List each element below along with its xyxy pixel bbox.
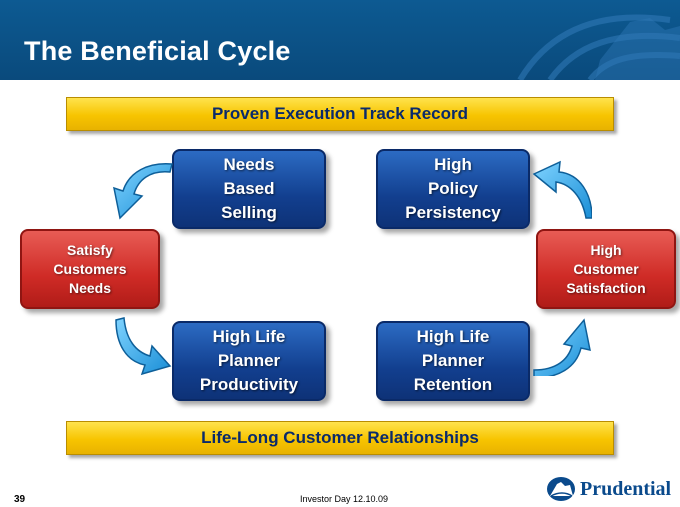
high-customer-satisfaction-box: High Customer Satisfaction (536, 229, 676, 309)
brand-name: Prudential (580, 477, 672, 500)
satisfy-customers-needs-label: Satisfy Customers Needs (53, 241, 127, 296)
high-life-planner-retention-box: High Life Planner Retention (376, 321, 530, 401)
rock-watermark-icon (517, 14, 680, 80)
slide-title: The Beneficial Cycle (24, 36, 291, 66)
page-number: 39 (14, 494, 26, 505)
needs-based-selling-label: Needs Based Selling (221, 155, 277, 222)
high-customer-satisfaction-label: High Customer Satisfaction (566, 241, 646, 296)
header-bar: The Beneficial Cycle (0, 0, 680, 80)
high-life-planner-retention-label: High Life Planner Retention (413, 327, 493, 394)
curved-arrow-icon (532, 160, 592, 219)
rock-logo-icon (547, 477, 575, 501)
high-policy-persistency-label: High Policy Persistency (405, 155, 501, 222)
banner-top: Proven Execution Track Record (66, 97, 614, 131)
curved-arrow-icon (115, 317, 172, 376)
prudential-logo: Prudential (546, 476, 671, 502)
needs-based-selling-box: Needs Based Selling (172, 149, 326, 229)
high-life-planner-productivity-label: High Life Planner Productivity (199, 327, 299, 394)
curved-arrow-icon (113, 163, 173, 220)
satisfy-customers-needs-box: Satisfy Customers Needs (20, 229, 160, 309)
banner-bottom: Life-Long Customer Relationships (66, 421, 614, 455)
footer-event-text: Investor Day 12.10.09 (300, 494, 389, 504)
high-life-planner-productivity-box: High Life Planner Productivity (172, 321, 326, 401)
curved-arrow-icon (533, 318, 591, 376)
high-policy-persistency-box: High Policy Persistency (376, 149, 530, 229)
